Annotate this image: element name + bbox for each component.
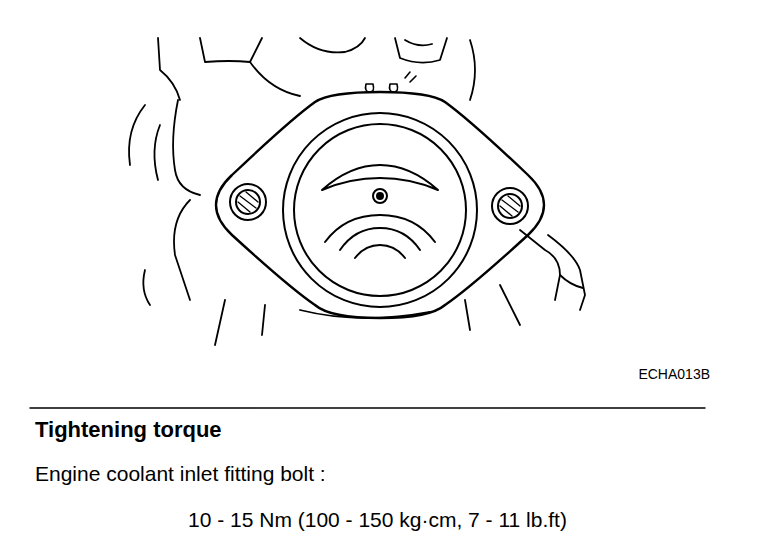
bolt-hole [230,184,266,220]
torque-item: Engine coolant inlet fitting bolt : [35,462,326,486]
torque-value: 10 - 15 Nm (100 - 150 kg·cm, 7 - 11 lb.f… [188,508,567,532]
bolt-hole [492,188,528,224]
figure-code: ECHA013B [638,366,710,382]
engine-background [129,38,585,345]
thermostat [283,72,477,307]
inlet-fitting-flange [216,92,544,318]
separator-rule [30,407,705,409]
section-heading: Tightening torque [35,417,222,442]
